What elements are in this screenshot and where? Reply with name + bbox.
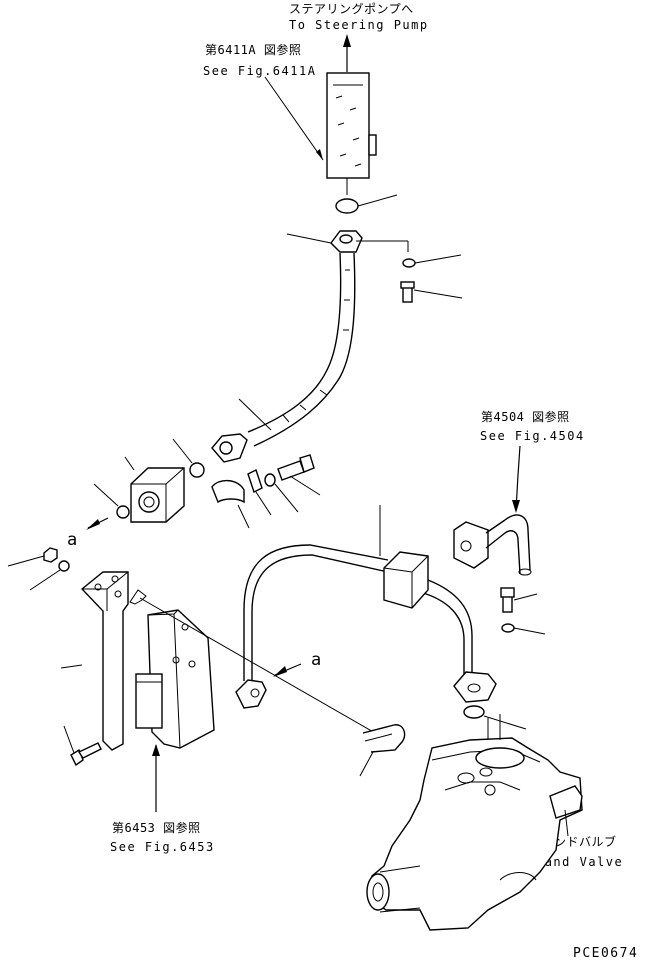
o-ring-left xyxy=(172,438,205,478)
fig4504-ref-en: See Fig.4504 xyxy=(480,429,585,443)
valve-label-leader xyxy=(564,809,569,837)
steering-demand-valve xyxy=(366,714,583,931)
o-ring-upper xyxy=(335,194,398,214)
upper-flange xyxy=(286,230,409,253)
fig4504-hose xyxy=(453,514,532,576)
fig6411-ref-en: See Fig.6411A xyxy=(203,64,316,78)
washer-right xyxy=(501,623,546,635)
drawing-code: PCE0674 xyxy=(573,946,638,961)
to-pump-label-en: To Steering Pump xyxy=(289,18,429,32)
fig6453-leader xyxy=(152,744,160,812)
o-ring-right xyxy=(463,705,527,730)
fig6453-ref-jp: 第6453 図参照 xyxy=(112,820,201,835)
view-a-label-right: a xyxy=(311,650,321,670)
bolt-right xyxy=(500,587,538,613)
fig6411-leader xyxy=(264,76,324,161)
bracket-clip xyxy=(129,589,147,605)
washer-upper xyxy=(402,254,462,268)
view-a-line xyxy=(139,597,390,742)
adapter-block xyxy=(124,456,185,523)
bolt-upper xyxy=(400,281,463,303)
u-bolt xyxy=(359,724,406,777)
tube-end-left xyxy=(235,679,267,709)
pump-block xyxy=(326,72,377,195)
washer-small xyxy=(264,473,299,513)
bolt-left xyxy=(63,725,102,767)
bolt-horizontal xyxy=(277,454,321,496)
to-pump-arrow xyxy=(343,34,351,72)
view-a-arrow-right xyxy=(273,663,302,677)
washer-left xyxy=(29,560,70,591)
lower-flange-right xyxy=(453,671,497,703)
fig4504-ref-jp: 第4504 図参照 xyxy=(481,409,570,424)
steering-hose xyxy=(238,252,356,447)
view-a-arrow-left xyxy=(86,517,109,530)
mounting-bracket-left xyxy=(60,571,129,751)
hose-end-flange xyxy=(211,433,248,463)
nut xyxy=(7,547,58,567)
lock-plate xyxy=(247,469,272,516)
to-pump-label-jp: ステアリングポンプへ xyxy=(289,2,414,16)
view-a-label-left: a xyxy=(67,530,77,550)
fig4504-leader xyxy=(512,445,521,513)
fig6453-ref-en: See Fig.6453 xyxy=(110,840,215,854)
split-flange-half xyxy=(211,479,250,529)
o-ring-lower-left xyxy=(93,483,130,519)
steering-tube xyxy=(243,505,473,682)
fig6411-ref-jp: 第6411A 図参照 xyxy=(205,42,301,57)
tube-clamp-block xyxy=(383,551,429,609)
mounting-bracket-right xyxy=(135,609,215,749)
fig6411-leader-arrow xyxy=(316,149,323,160)
